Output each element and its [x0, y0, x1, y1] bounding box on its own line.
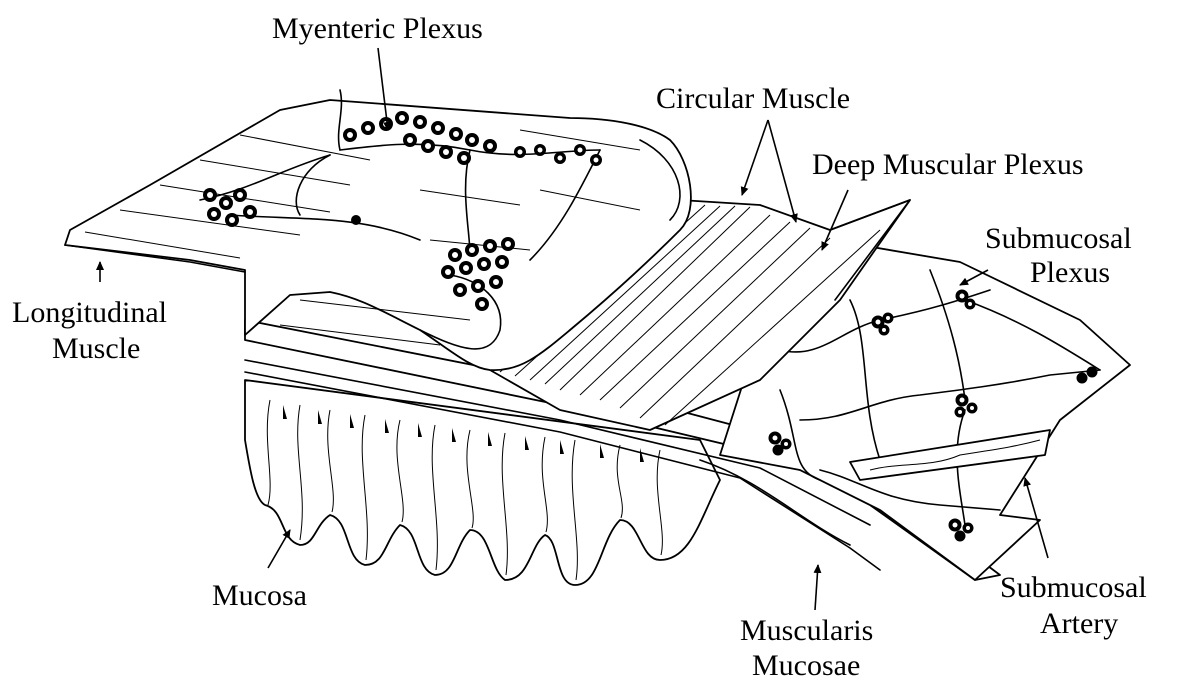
label-submucosal-plexus-line2: Plexus [1030, 256, 1110, 289]
label-deep-muscular-plexus: Deep Muscular Plexus [812, 148, 1084, 181]
label-submucosal-plexus-line1: Submucosal [985, 222, 1132, 255]
label-longitudinal-muscle-line2: Muscle [52, 332, 140, 365]
arrow-circular-muscle-1 [742, 120, 768, 195]
label-muscularis-mucosae-line1: Muscularis [740, 614, 873, 647]
label-submucosal-artery-line2: Artery [1040, 607, 1118, 640]
arrow-mucosa [268, 530, 290, 568]
label-mucosa: Mucosa [212, 579, 307, 612]
label-myenteric-plexus: Myenteric Plexus [272, 12, 483, 45]
arrow-circular-muscle-2 [768, 120, 796, 222]
arrow-muscularis-mucosae [815, 565, 818, 610]
label-muscularis-mucosae-line2: Mucosae [752, 649, 860, 682]
label-circular-muscle: Circular Muscle [656, 82, 850, 115]
label-longitudinal-muscle-line1: Longitudinal [12, 296, 167, 329]
label-submucosal-artery-line1: Submucosal [1000, 571, 1147, 604]
